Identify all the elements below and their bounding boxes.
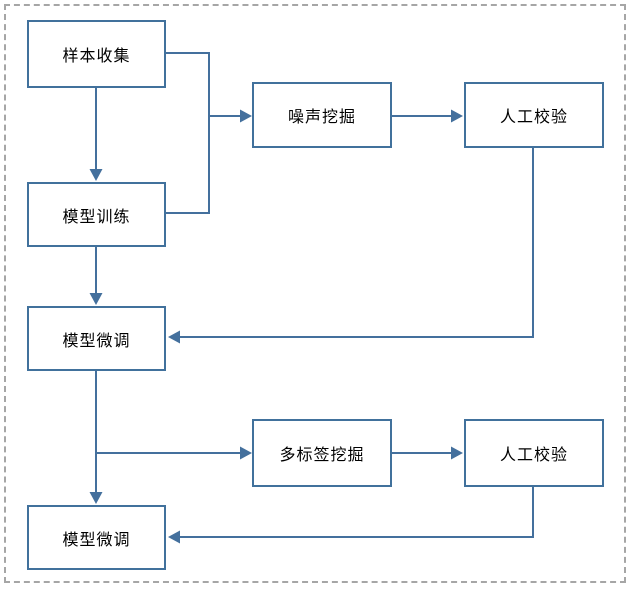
edge-noise-to-check [392,109,463,123]
node-multilabel-mining: 多标签挖掘 [252,419,392,487]
node-multilabel-mining-label: 多标签挖掘 [279,445,365,464]
node-manual-check-top-label: 人工校验 [499,107,568,126]
node-sample-collection-label: 样本收集 [62,46,131,65]
edge-training-to-finetune [89,247,103,305]
edge-multilabel-to-check [392,446,463,460]
node-noise-mining-label: 噪声挖掘 [287,107,356,126]
node-sample-collection: 样本收集 [27,20,166,88]
node-manual-check-top: 人工校验 [464,82,604,148]
edge-sample-to-training [89,88,103,181]
node-model-finetune-mid: 模型微调 [27,306,166,371]
node-model-finetune-bottom: 模型微调 [27,505,166,570]
node-model-finetune-mid-label: 模型微调 [62,330,131,350]
node-model-training: 模型训练 [27,182,166,247]
edge-finetune-to-finetune [89,371,103,504]
node-noise-mining: 噪声挖掘 [252,82,392,148]
edge-check-to-finetune-bottom [168,487,534,544]
node-model-finetune-bottom-label: 模型微调 [62,529,131,549]
edge-branch-to-multilabel [96,446,252,460]
node-manual-check-bottom-label: 人工校验 [499,445,568,464]
node-model-training-label: 模型训练 [62,206,131,226]
dashed-boundary-frame [4,4,626,583]
edge-check-to-finetune-mid [168,148,534,344]
edge-merge-elbow [165,52,252,214]
node-manual-check-bottom: 人工校验 [464,419,604,487]
